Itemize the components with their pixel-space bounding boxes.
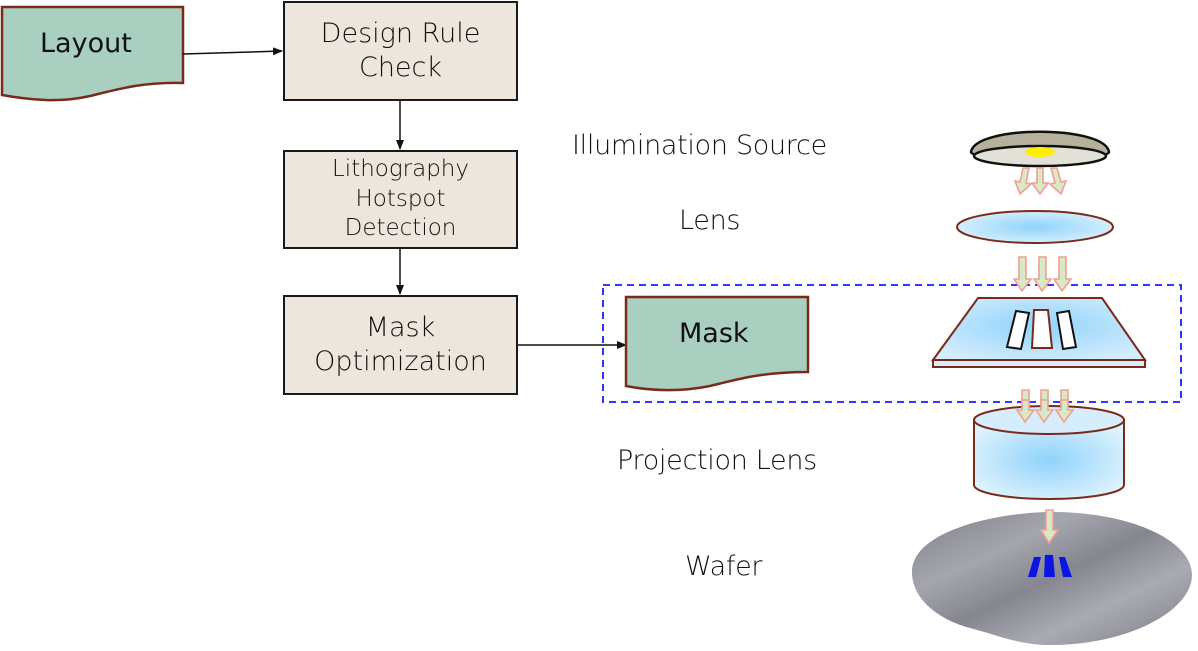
mask-document-label: Mask	[679, 318, 749, 349]
design-rule-check-line1: Design Rule	[320, 18, 481, 50]
light-arrows-lens	[1012, 256, 1073, 293]
light-arrow-wafer	[1039, 509, 1060, 545]
design-rule-check-box[interactable]: Design Rule Check	[283, 1, 518, 101]
projection-lens-icon	[973, 405, 1125, 500]
wafer-icon	[912, 512, 1192, 645]
layout-document-label: Layout	[40, 28, 132, 59]
mask-optimization-box[interactable]: Mask Optimization	[283, 295, 518, 395]
light-arrows-mask-tips	[1015, 399, 1075, 424]
lens-label: Lens	[679, 205, 741, 236]
illumination-source-label: Illumination Source	[572, 130, 827, 161]
design-rule-check-line2: Check	[358, 52, 443, 83]
projection-lens-label: Projection Lens	[617, 445, 817, 476]
lens-icon	[956, 210, 1114, 244]
wafer-pattern-icon	[1028, 555, 1072, 577]
wafer-label: Wafer	[685, 551, 763, 582]
light-arrows-source	[1013, 167, 1068, 196]
hotspot-detection-box[interactable]: Lithography Hotspot Detection	[283, 150, 518, 249]
layout-document-shape	[0, 5, 185, 102]
hotspot-detection-line2: Hotspot	[355, 185, 446, 212]
hotspot-detection-line1: Lithography	[331, 155, 469, 182]
connector-layout-to-drc	[182, 47, 283, 56]
mask-document-shape	[624, 295, 810, 392]
mask-optimization-line2: Optimization	[314, 346, 487, 377]
mask-group-dashed-border	[602, 284, 1182, 403]
illumination-source-icon	[969, 130, 1111, 168]
photomask-icon	[931, 297, 1147, 368]
mask-optimization-line1: Mask	[365, 312, 436, 344]
hotspot-detection-line3: Detection	[344, 215, 457, 242]
